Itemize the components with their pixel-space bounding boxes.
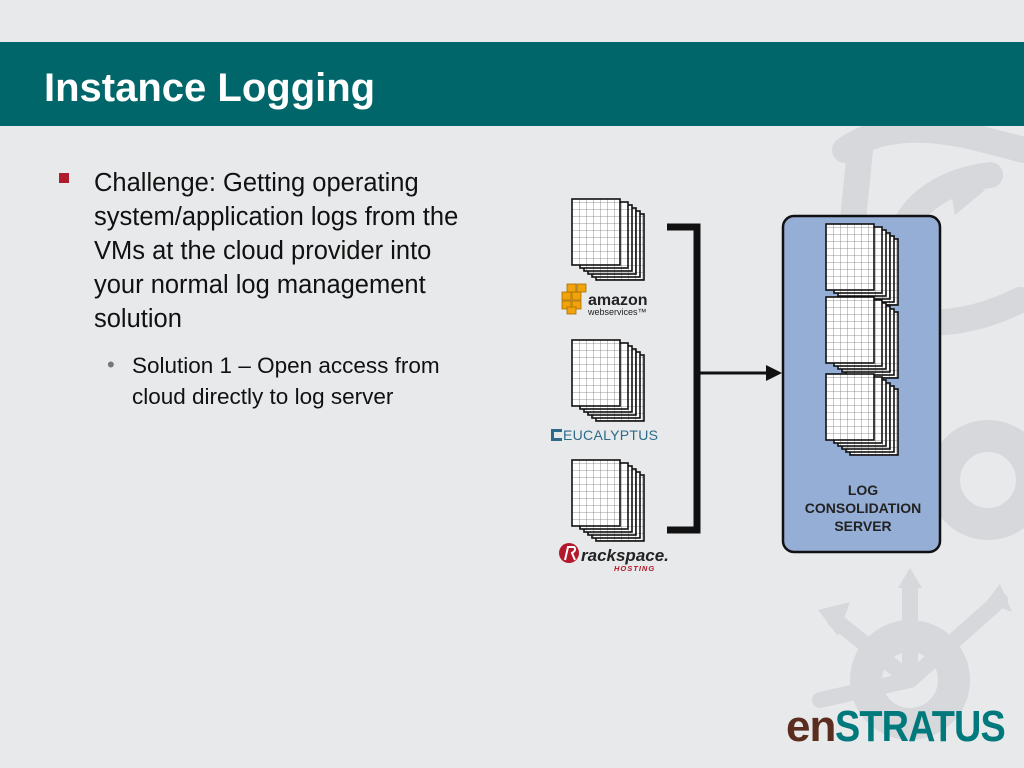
eucalyptus-logo: EUCALYPTUS [551,427,658,443]
amazon-webservices-logo: amazon webservices™ [561,283,648,317]
server-label-line2: CONSOLIDATION [805,500,921,516]
sub-bullet-dot-icon: • [107,352,115,377]
bullet-square-icon [59,173,69,183]
sub-bullet-text: Solution 1 – Open access from cloud dire… [132,353,440,409]
server-log-stack-3 [825,373,899,456]
amazon-log-stack [571,198,645,281]
rackspace-hosting-logo: rackspace. HOSTING [559,543,669,573]
rackspace-log-stack [571,459,645,542]
rackspace-hosting-text: HOSTING [614,564,655,573]
eucalyptus-log-stack [571,339,645,422]
amazon-logo-subtext: webservices™ [587,307,647,317]
flow-arrow [697,365,782,381]
slide-title: Instance Logging [44,66,376,110]
enstratus-logo: enSTRATUS [786,700,1024,754]
brand-prefix: en [786,702,836,751]
server-label-line1: LOG [848,482,878,498]
main-bullet-text: Challenge: Getting operating system/appl… [94,169,459,333]
title-bar [0,42,1024,126]
server-log-stack-2 [825,296,899,379]
amazon-logo-text: amazon [588,292,648,309]
server-log-stack-1 [825,223,899,306]
server-label-line3: SERVER [834,518,891,534]
rackspace-logo-text: rackspace. [581,546,669,565]
aggregation-bracket [667,223,701,534]
eucalyptus-logo-text: EUCALYPTUS [563,427,658,443]
brand-suffix: STRATUS [835,702,1006,751]
